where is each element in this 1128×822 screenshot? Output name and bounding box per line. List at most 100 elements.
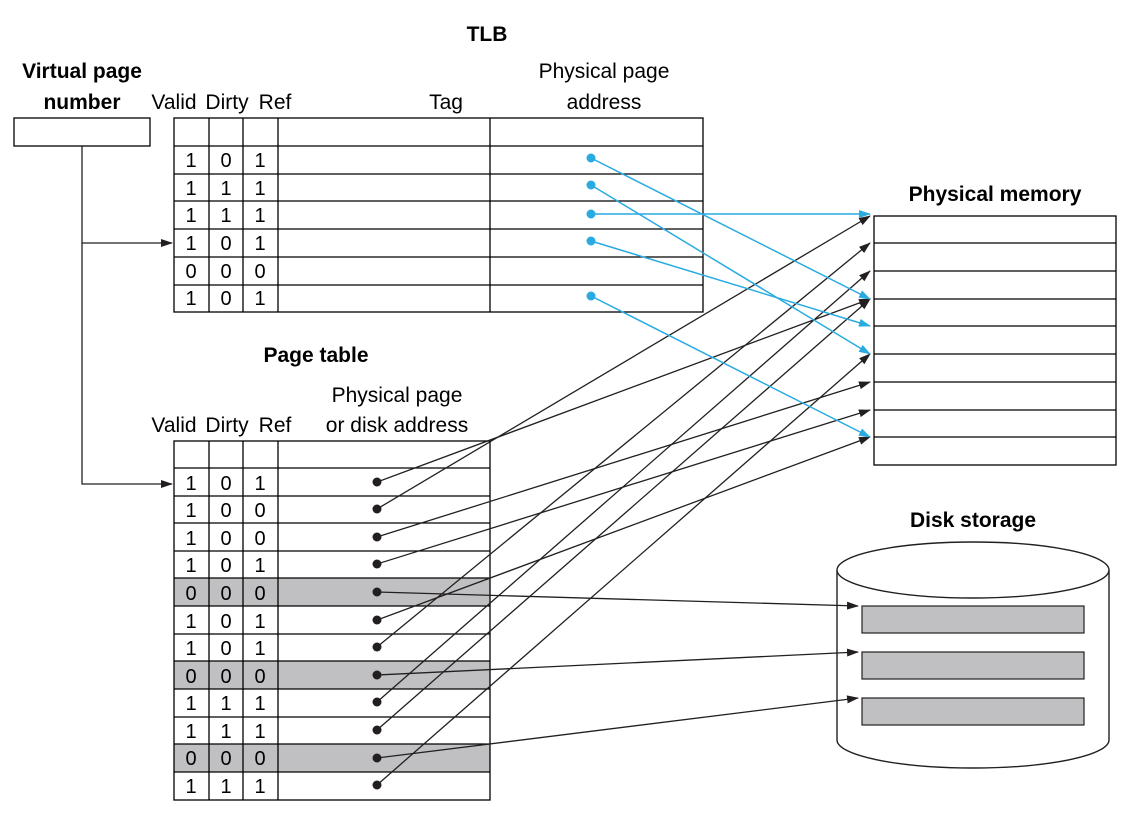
- page-table-grid: [173, 440, 491, 801]
- tlb-arrow-1: [590, 157, 871, 300]
- virtual-page-number-arrows: [81, 146, 173, 488]
- pt-dot-11: [372, 753, 382, 763]
- pt-dot-8: [372, 670, 382, 680]
- pt-dot-1: [372, 477, 382, 487]
- tlb-row-2-dirty: 1: [220, 178, 231, 200]
- tlb-dot-1: [586, 153, 596, 163]
- tlb-row-5-valid: 0: [185, 261, 196, 283]
- tlb-arrow-6: [590, 295, 871, 438]
- tlb-title: TLB: [467, 23, 508, 46]
- pt-arrow-10: [376, 298, 871, 731]
- pt-row-7-valid: 1: [185, 638, 196, 660]
- page-table-header-ref: Ref: [259, 414, 292, 437]
- pt-dot-2: [372, 504, 382, 514]
- pt-row-5-ref: 0: [254, 583, 265, 605]
- tlb-header-address: address: [567, 91, 642, 114]
- pt-dot-6: [372, 615, 382, 625]
- pt-row-3-ref: 0: [254, 528, 265, 550]
- page-table-header-disk-address: or disk address: [326, 414, 468, 437]
- tlb-arrow-4: [590, 240, 871, 327]
- tlb-row-5-dirty: 0: [220, 261, 231, 283]
- pt-row-7-dirty: 0: [220, 638, 231, 660]
- pt-dot-4: [372, 559, 382, 569]
- page-table-row-5-shading: [174, 578, 490, 606]
- tlb-header-dirty: Dirty: [205, 91, 249, 114]
- pt-row-1-valid: 1: [185, 473, 196, 495]
- virtual-page-number-box: [13, 117, 151, 147]
- tlb-dots: [586, 153, 596, 301]
- pt-dot-5: [372, 587, 382, 597]
- tlb-row-3-valid: 1: [185, 205, 196, 227]
- pt-row-9-dirty: 1: [220, 693, 231, 715]
- disk-storage-label: Disk storage: [910, 509, 1036, 532]
- pt-row-4-ref: 1: [254, 555, 265, 577]
- pt-arrow-12: [376, 353, 871, 786]
- tlb-row-1-valid: 1: [185, 150, 196, 172]
- disk-block-2: [861, 651, 1085, 680]
- physical-memory-label: Physical memory: [909, 183, 1082, 206]
- page-table-row-8-shading: [174, 661, 490, 689]
- virtual-page-number-label-line2: number: [43, 91, 120, 114]
- tlb-arrows: [590, 157, 871, 438]
- tlb-row-6-dirty: 0: [220, 288, 231, 310]
- tlb-dot-6: [586, 291, 596, 301]
- pt-row-10-ref: 1: [254, 721, 265, 743]
- tlb-header-valid: Valid: [151, 91, 196, 114]
- pt-dot-12: [372, 780, 382, 790]
- pt-dot-3: [372, 532, 382, 542]
- pt-row-2-dirty: 0: [220, 500, 231, 522]
- tlb-row-4-dirty: 0: [220, 233, 231, 255]
- page-table-row-11-shading: [174, 744, 490, 772]
- tlb-bits: 1 0 1 1 1 1 1 1 1 1 0 1 0 0 0 1 0 1: [185, 150, 265, 310]
- page-table-header-valid: Valid: [151, 414, 196, 437]
- pt-row-6-valid: 1: [185, 611, 196, 633]
- pt-row-8-ref: 0: [254, 666, 265, 688]
- page-table-shaded-rows: [174, 578, 490, 772]
- tlb-row-5-ref: 0: [254, 261, 265, 283]
- pt-row-9-ref: 1: [254, 693, 265, 715]
- page-table-bits: 1 0 1 1 0 0 1 0 0 1 0 1 0 0 0 1 0 1 1 0 …: [185, 473, 265, 798]
- pt-row-10-valid: 1: [185, 721, 196, 743]
- page-table-title: Page table: [263, 344, 368, 367]
- pt-row-2-valid: 1: [185, 500, 196, 522]
- tlb-dot-4: [586, 236, 596, 246]
- page-table-dots: [372, 477, 382, 790]
- pt-row-9-valid: 1: [185, 693, 196, 715]
- tlb-header-physical-page: Physical page: [539, 60, 670, 83]
- disk-storage-cylinder: [836, 541, 1110, 769]
- vpn-to-tlb-arrow: [81, 146, 173, 247]
- pt-row-12-valid: 1: [185, 776, 196, 798]
- pt-arrow-3: [376, 381, 871, 538]
- pt-dot-10: [372, 725, 382, 735]
- tlb-row-2-ref: 1: [254, 178, 265, 200]
- pt-row-10-dirty: 1: [220, 721, 231, 743]
- pt-arrow-5-disk: [376, 591, 859, 610]
- physical-memory-block: [873, 215, 1117, 466]
- tlb-row-3-dirty: 1: [220, 205, 231, 227]
- tlb-row-1-dirty: 0: [220, 150, 231, 172]
- page-table-header-physical-page: Physical page: [332, 384, 463, 407]
- pt-arrow-2: [376, 215, 871, 510]
- tlb-row-4-ref: 1: [254, 233, 265, 255]
- disk-block-1: [861, 605, 1085, 634]
- pt-arrow-1: [376, 298, 871, 483]
- pt-row-7-ref: 1: [254, 638, 265, 660]
- page-table-header-dirty: Dirty: [205, 414, 249, 437]
- pt-row-2-ref: 0: [254, 500, 265, 522]
- pt-row-11-ref: 0: [254, 748, 265, 770]
- virtual-page-number-label: Virtual page: [22, 60, 142, 83]
- pt-row-4-dirty: 0: [220, 555, 231, 577]
- pt-row-11-valid: 0: [185, 748, 196, 770]
- tlb-header-ref: Ref: [259, 91, 292, 114]
- disk-block-3: [861, 697, 1085, 726]
- pt-row-1-ref: 1: [254, 473, 265, 495]
- pt-arrow-6: [376, 436, 871, 621]
- tlb-header-tag: Tag: [429, 91, 463, 114]
- pt-row-12-ref: 1: [254, 776, 265, 798]
- pt-row-8-valid: 0: [185, 666, 196, 688]
- pt-arrow-8-disk: [376, 648, 859, 676]
- pt-row-3-dirty: 0: [220, 528, 231, 550]
- tlb-row-2-valid: 1: [185, 178, 196, 200]
- pt-arrow-7: [376, 242, 871, 648]
